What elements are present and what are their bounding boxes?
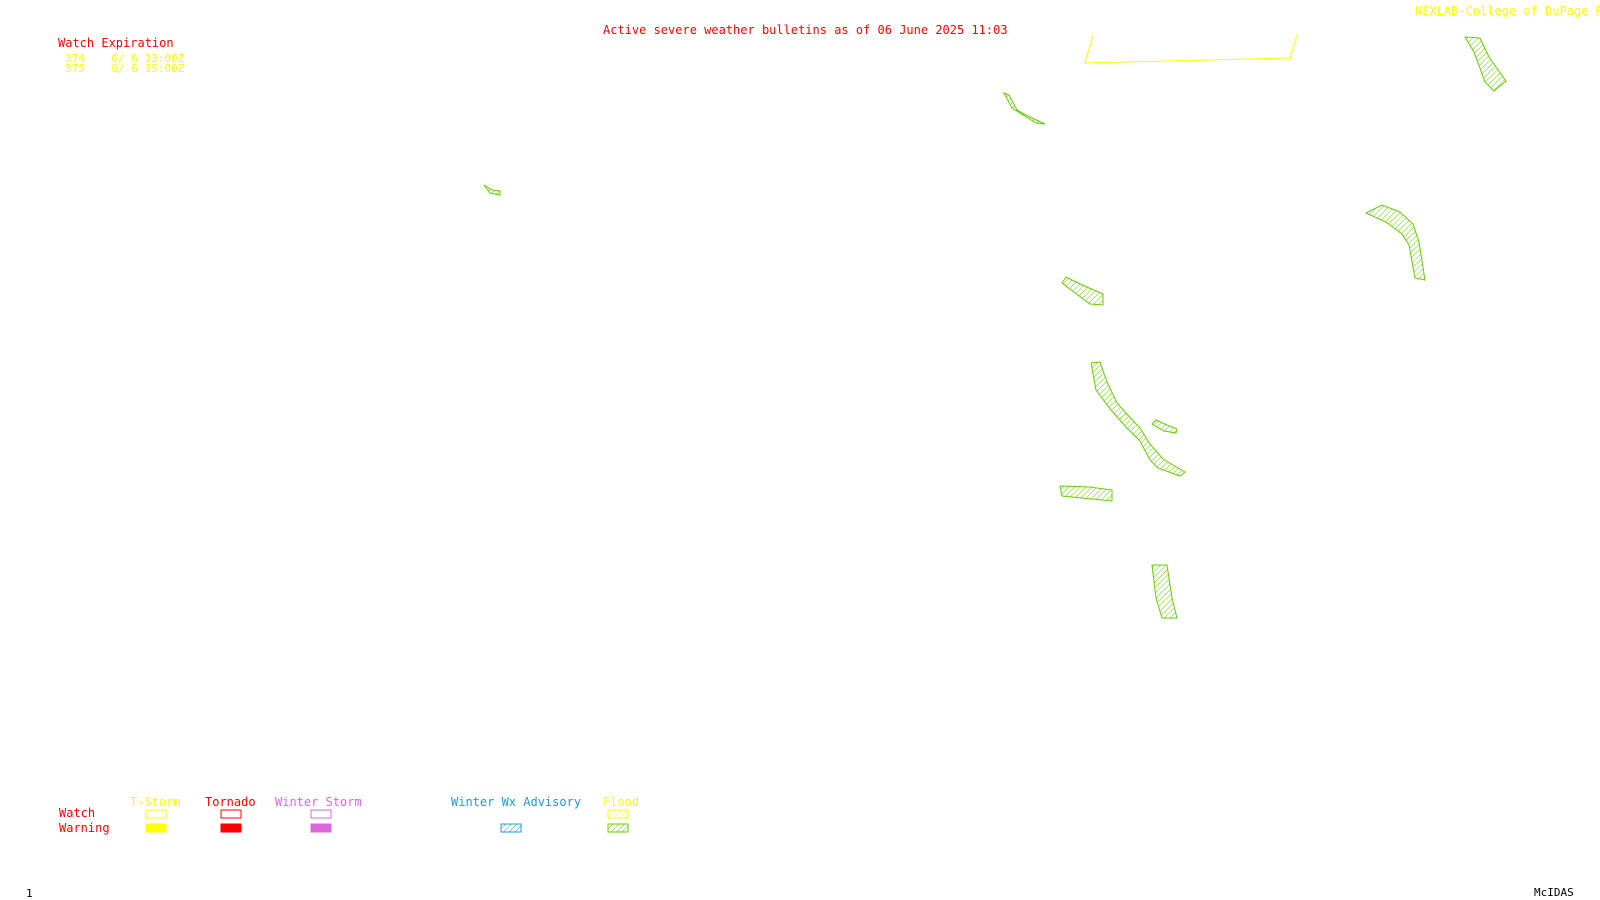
- frame-number: 1: [26, 887, 33, 900]
- tornado-warning-swatch: [220, 823, 242, 833]
- flood-warning-area: [1090, 361, 1186, 477]
- watch-expiration-heading: Watch Expiration: [58, 36, 174, 50]
- bulletin-title: Active severe weather bulletins as of 06…: [603, 23, 1008, 37]
- legend-flood-label: Flood: [603, 795, 640, 809]
- watch-number: 374: [65, 52, 85, 65]
- flood-warning-area: [1002, 92, 1046, 125]
- tstorm-warning-swatch: [145, 823, 167, 833]
- watch-number: 375: [65, 62, 85, 75]
- flood-warning-area: [1151, 419, 1178, 434]
- watch-expiry-time: 6/ 6 15:00Z: [111, 62, 185, 75]
- legend-winter-storm-label: Winter Storm: [275, 795, 362, 809]
- winter-storm-watch-swatch: [310, 809, 332, 819]
- legend-tstorm-label: T-Storm: [130, 795, 181, 809]
- watch-expiry-time: 6/ 6 13:00Z: [111, 52, 185, 65]
- flood-warning-area: [1061, 276, 1104, 306]
- flood-watch-swatch: [607, 809, 629, 819]
- flood-warning-area: [483, 184, 501, 196]
- watch-expiration-row: 374 6/ 6 13:00Z: [65, 52, 185, 65]
- flood-warning-area: [1151, 564, 1178, 619]
- winter-wx-advisory-swatch: [500, 823, 522, 833]
- tstorm-watch-swatch: [145, 809, 167, 819]
- tstorm-watch-outline: [1084, 34, 1298, 64]
- legend-winter-wx-advisory-label: Winter Wx Advisory: [451, 795, 582, 809]
- flood-warnings: [483, 36, 1507, 619]
- legend-tornado-label: Tornado: [205, 795, 256, 809]
- legend-warning-row-label: Warning: [59, 821, 110, 835]
- legend-swatches: [145, 809, 629, 833]
- winter-storm-warning-swatch: [310, 823, 332, 833]
- flood-warning-swatch: [607, 823, 629, 833]
- watch-expiration-row: 375 6/ 6 15:00Z: [65, 62, 185, 75]
- flood-warning-area: [1059, 485, 1113, 502]
- source-credit: NEXLAB-College of DuPage R: [1415, 4, 1600, 18]
- legend-watch-row-label: Watch: [59, 806, 96, 820]
- tornado-watch-swatch: [220, 809, 242, 819]
- flood-warning-area: [1464, 36, 1507, 92]
- flood-warning-area: [1364, 204, 1426, 281]
- software-label: McIDAS: [1534, 886, 1574, 899]
